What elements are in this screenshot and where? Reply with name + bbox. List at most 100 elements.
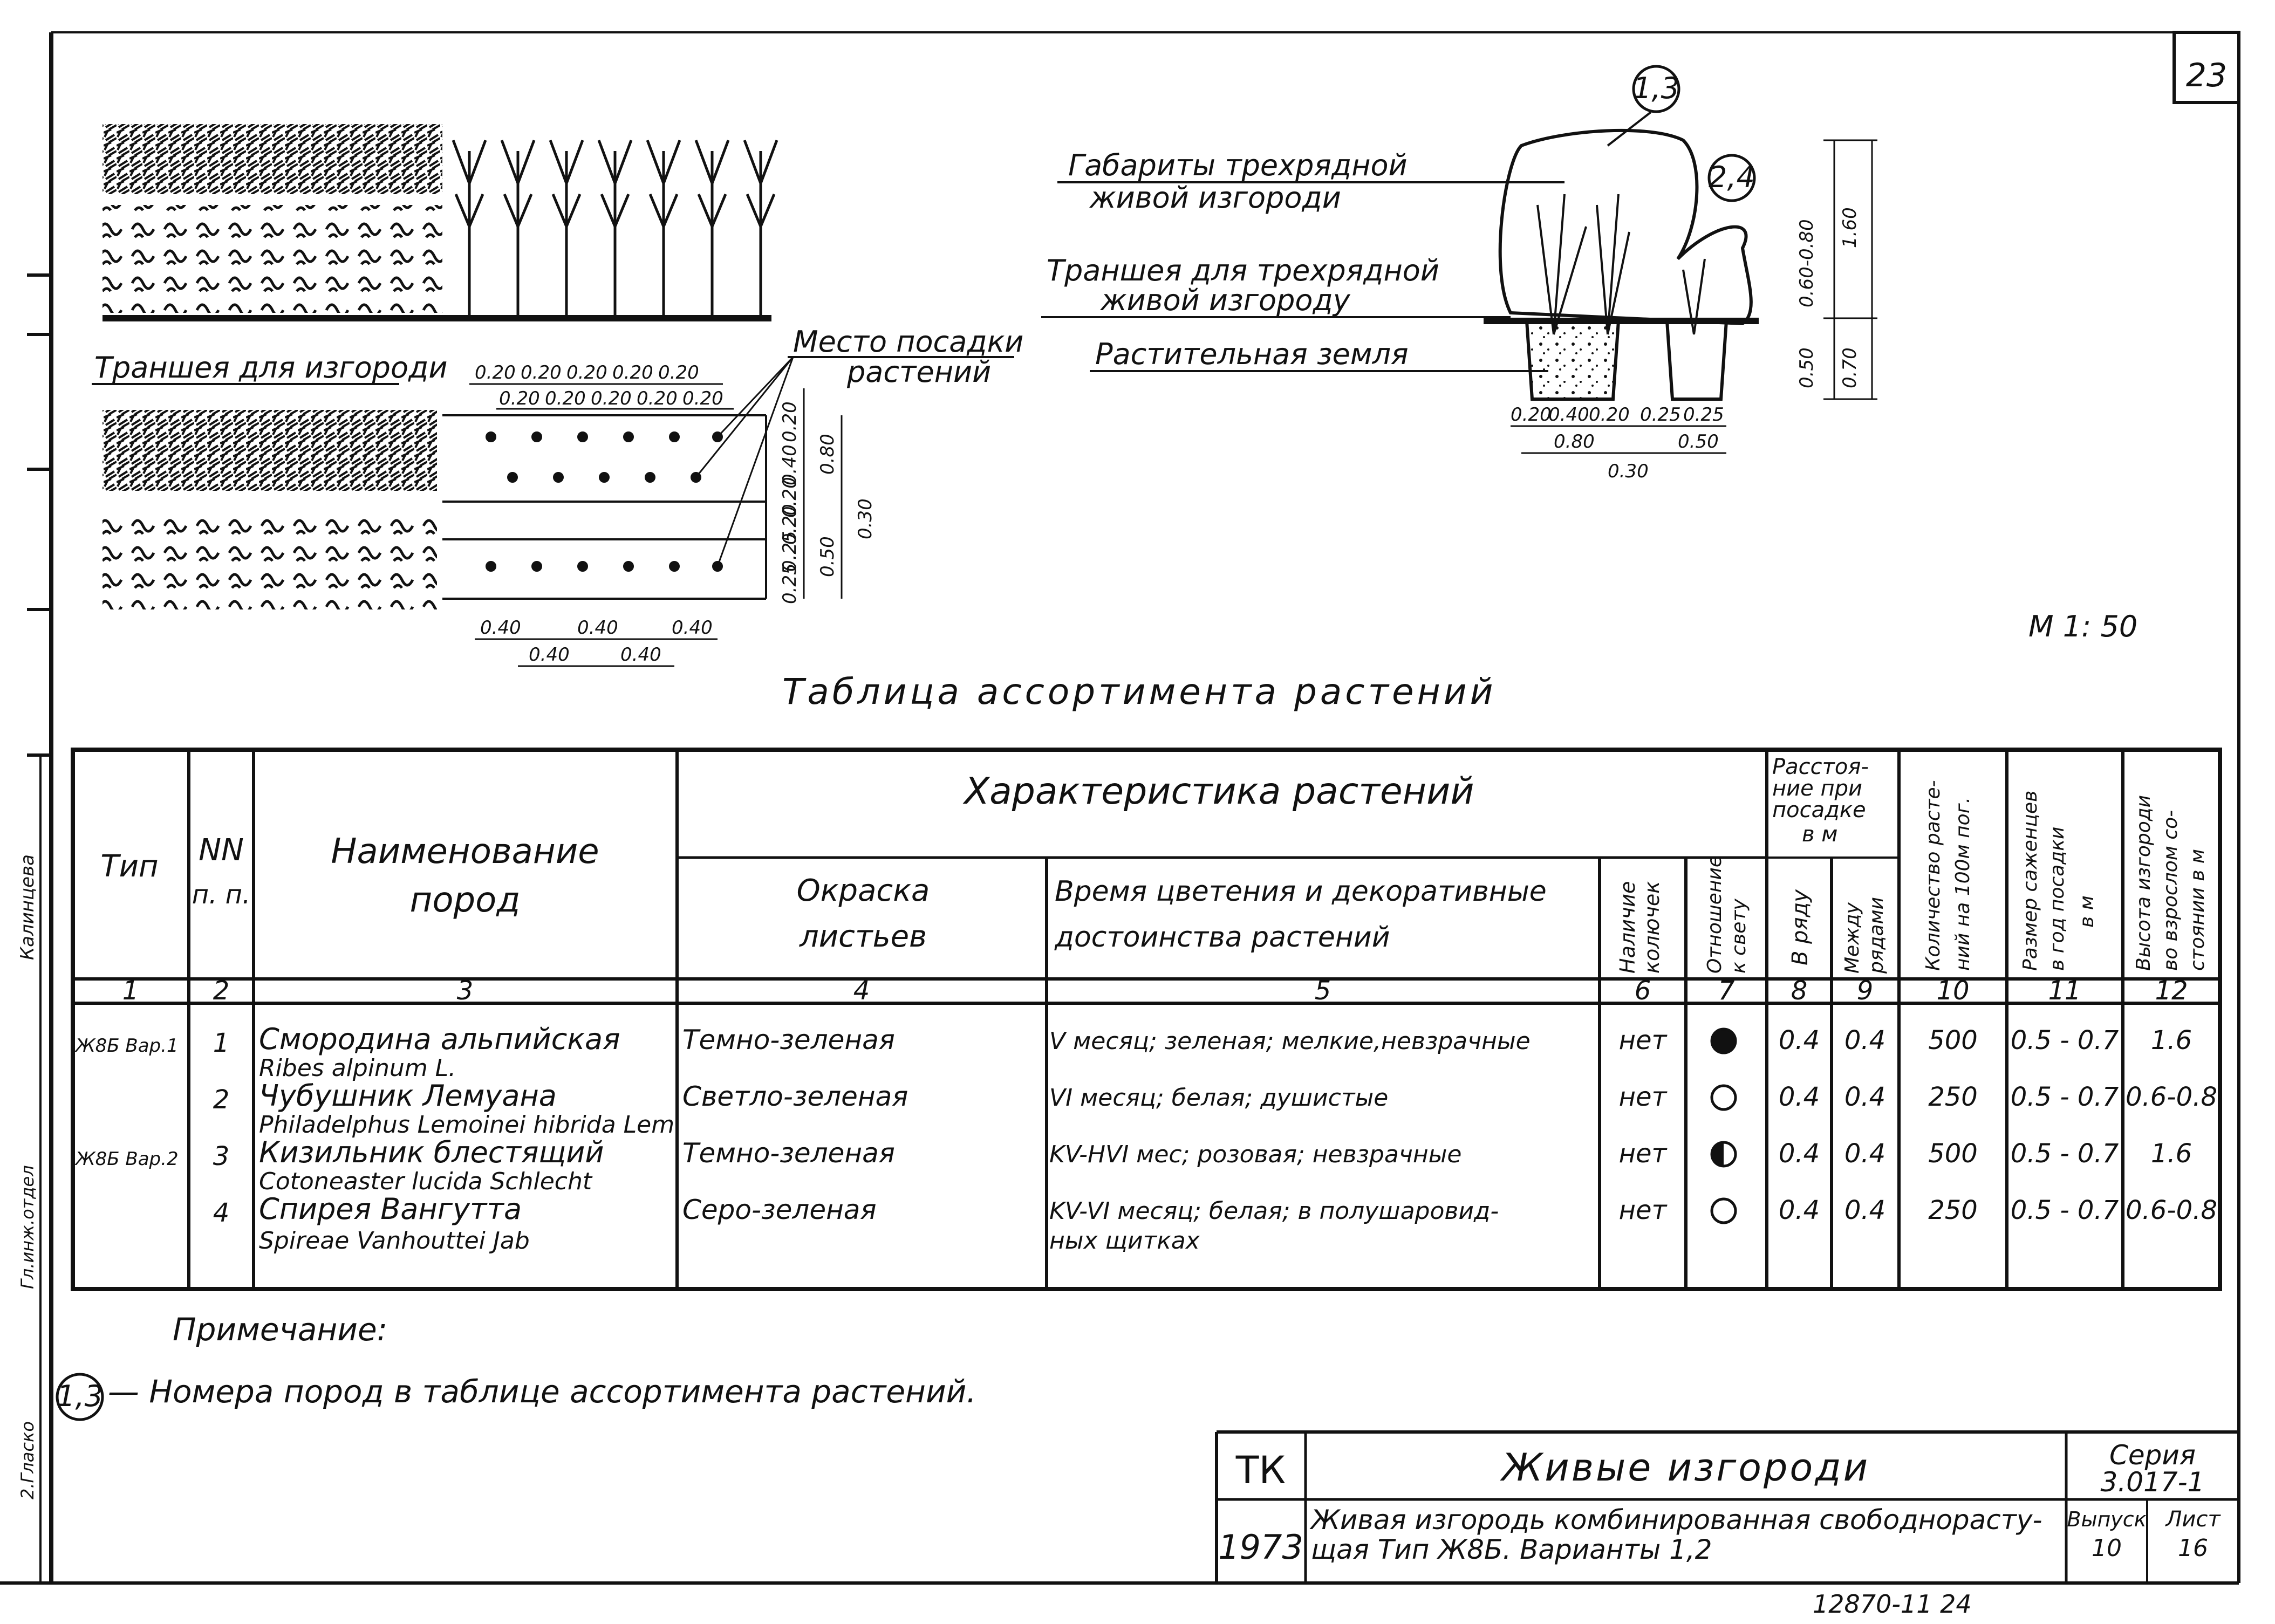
planting-marks: [486, 431, 723, 572]
table-row: Ж8Б Вар.1 1 Смородина альпийская Ribes a…: [74, 1022, 2192, 1082]
cell-thorns: нет: [1619, 1082, 1668, 1112]
header-size: Размер саженцев: [2019, 791, 2041, 971]
callout-a: 1,3: [1633, 71, 1679, 105]
hedge-crown-outline: [1498, 128, 1753, 326]
cell-height: 1.6: [2151, 1139, 2192, 1169]
cell-name-ru: Спирея Вангутта: [259, 1192, 522, 1226]
row-spacing-top: 0.20 0.20 0.20 0.20 0.20 0.20 0.20 0.20 …: [469, 362, 734, 410]
cell-bloom: VI месяц; белая; душистые: [1049, 1084, 1388, 1112]
header-count-2: ний на 100м пог.: [1952, 797, 1974, 971]
trench-small: [1665, 320, 1728, 401]
col-number: 1: [122, 976, 139, 1006]
col-number: 9: [1857, 976, 1874, 1006]
zemlya-label: Растительная земля: [1095, 337, 1409, 371]
col-number: 6: [1635, 976, 1651, 1006]
header-between: Между: [1841, 902, 1863, 974]
header-type: Тип: [100, 849, 158, 884]
col-number: 8: [1791, 976, 1808, 1006]
dim-label: 0.20: [521, 362, 562, 383]
cell-size: 0.5 - 0.7: [2011, 1195, 2119, 1225]
table-row: 4 Спирея Вангутта Spireae Vanhouttei Jab…: [213, 1192, 2217, 1255]
cell-bloom: KV-VI месяц; белая; в полушаровид-: [1049, 1197, 1499, 1225]
note-title: Примечание:: [173, 1311, 387, 1348]
dim-label: 0.30: [855, 498, 876, 539]
margin-ticks: [27, 273, 51, 757]
dim-label: 0.40: [480, 617, 521, 639]
dim-label: 0.25: [1640, 404, 1681, 426]
gabarity-label-2: живой изгороди: [1089, 181, 1341, 215]
dim-label: 0.30: [1608, 461, 1649, 482]
callout-circle-b: [1707, 154, 1756, 202]
hedge-shrubs-top: [103, 205, 442, 313]
margin-label-bottom: 2.Гласко: [17, 1421, 38, 1499]
sheet-number: 23: [2186, 57, 2227, 94]
header-size-2: в год посадки: [2046, 827, 2068, 971]
header-in-row: В ряду: [1788, 889, 1813, 965]
table-row: 2 Чубушник Лемуана Philadelphus Lemoinei…: [213, 1079, 2217, 1139]
title-subtitle-2: щая Тип Ж8Б. Варианты 1,2: [1311, 1534, 1712, 1565]
dim-label: 0.20: [779, 401, 801, 442]
cell-count: 500: [1928, 1139, 1978, 1169]
title-block: [1215, 1430, 2239, 1583]
col-number: 4: [853, 976, 870, 1006]
dim-label: 0.25: [779, 563, 801, 604]
plan-shrubs: [103, 518, 437, 609]
header-characteristics: Характеристика растений: [962, 770, 1474, 813]
cell-height: 0.6-0.8: [2126, 1195, 2217, 1225]
dim-label: 0.50: [1796, 347, 1818, 388]
cell-name-lat: Cotoneaster lucida Schlecht: [259, 1168, 593, 1195]
table-headers: Тип NN п. п. Наименование пород Характер…: [100, 755, 2209, 974]
right-dims: 0.20 0.40 0.20 0.80 0.20 0.25 0.25 0.50 …: [779, 388, 876, 604]
cell-height: 0.6-0.8: [2126, 1082, 2217, 1112]
header-nn: NN: [199, 833, 244, 868]
cell-name-lat: Spireae Vanhouttei Jab: [259, 1227, 530, 1255]
light-half-fill: [1712, 1142, 1724, 1166]
header-leaf: Окраска: [797, 873, 930, 908]
header-thorns: Наличие: [1616, 881, 1639, 974]
cell-bloom: KV-HVI мес; розовая; невзрачные: [1049, 1141, 1461, 1168]
cell-size: 0.5 - 0.7: [2011, 1139, 2119, 1169]
dim-label: 0.20: [779, 504, 801, 545]
header-size-3: в м: [2076, 895, 2098, 928]
dim-label: 0.50: [817, 536, 838, 577]
col-number: 3: [457, 976, 474, 1006]
col-number: 2: [213, 976, 230, 1006]
light-empty-icon: [1710, 1084, 1737, 1111]
cell-between: 0.4: [1844, 1139, 1885, 1169]
bottom-number: 12870-11 24: [1813, 1589, 1972, 1619]
callout-b: 2,4: [1709, 160, 1755, 194]
dim-label: 0.80: [817, 434, 838, 475]
cell-leaf: Серо-зеленая: [682, 1194, 877, 1225]
planting-place-label-2: растений: [846, 355, 991, 389]
dim-label: 0.40: [1548, 404, 1589, 426]
col-number: 12: [2155, 976, 2188, 1006]
dim-label: 0.20: [591, 388, 632, 409]
cell-name-ru: Смородина альпийская: [259, 1022, 620, 1056]
scale-label: М 1: 50: [2028, 609, 2137, 643]
cell-count: 250: [1928, 1195, 1978, 1225]
dim-label: 0.20: [1589, 404, 1630, 426]
hedge-hatch-top: [103, 124, 442, 194]
cell-height: 1.6: [2151, 1025, 2192, 1056]
header-nn-2: п. п.: [192, 880, 251, 910]
dim-label: 0.40: [620, 644, 661, 666]
title-org: ТК: [1235, 1448, 1286, 1492]
col-number: 5: [1315, 976, 1331, 1006]
table-row: Ж8Б Вар.2 3 Кизильник блестящий Cotoneas…: [74, 1135, 2192, 1195]
dim-label: 0.50: [1678, 431, 1719, 453]
col-number: 7: [1718, 976, 1735, 1006]
cell-nn: 3: [213, 1141, 230, 1171]
margin-label-mid: Гл.инж.отдел: [17, 1165, 38, 1289]
dim-label: 0.20: [779, 477, 801, 518]
note-callout: 1,3: [57, 1379, 103, 1413]
cell-bloom: V месяц; зеленая; мелкие,невзрачные: [1049, 1027, 1531, 1055]
cell-thorns: нет: [1619, 1025, 1668, 1056]
cell-leaf: Темно-зеленая: [682, 1138, 895, 1169]
cell-leaf: Темно-зеленая: [682, 1024, 895, 1056]
cell-type: Ж8Б Вар.2: [74, 1148, 179, 1170]
title-year: 1973: [1218, 1527, 1303, 1567]
header-distance: Расстоя-: [1772, 755, 1869, 779]
trench-label: Траншея для изгороди: [94, 351, 447, 385]
header-bloom-2: достоинства растений: [1054, 921, 1390, 954]
